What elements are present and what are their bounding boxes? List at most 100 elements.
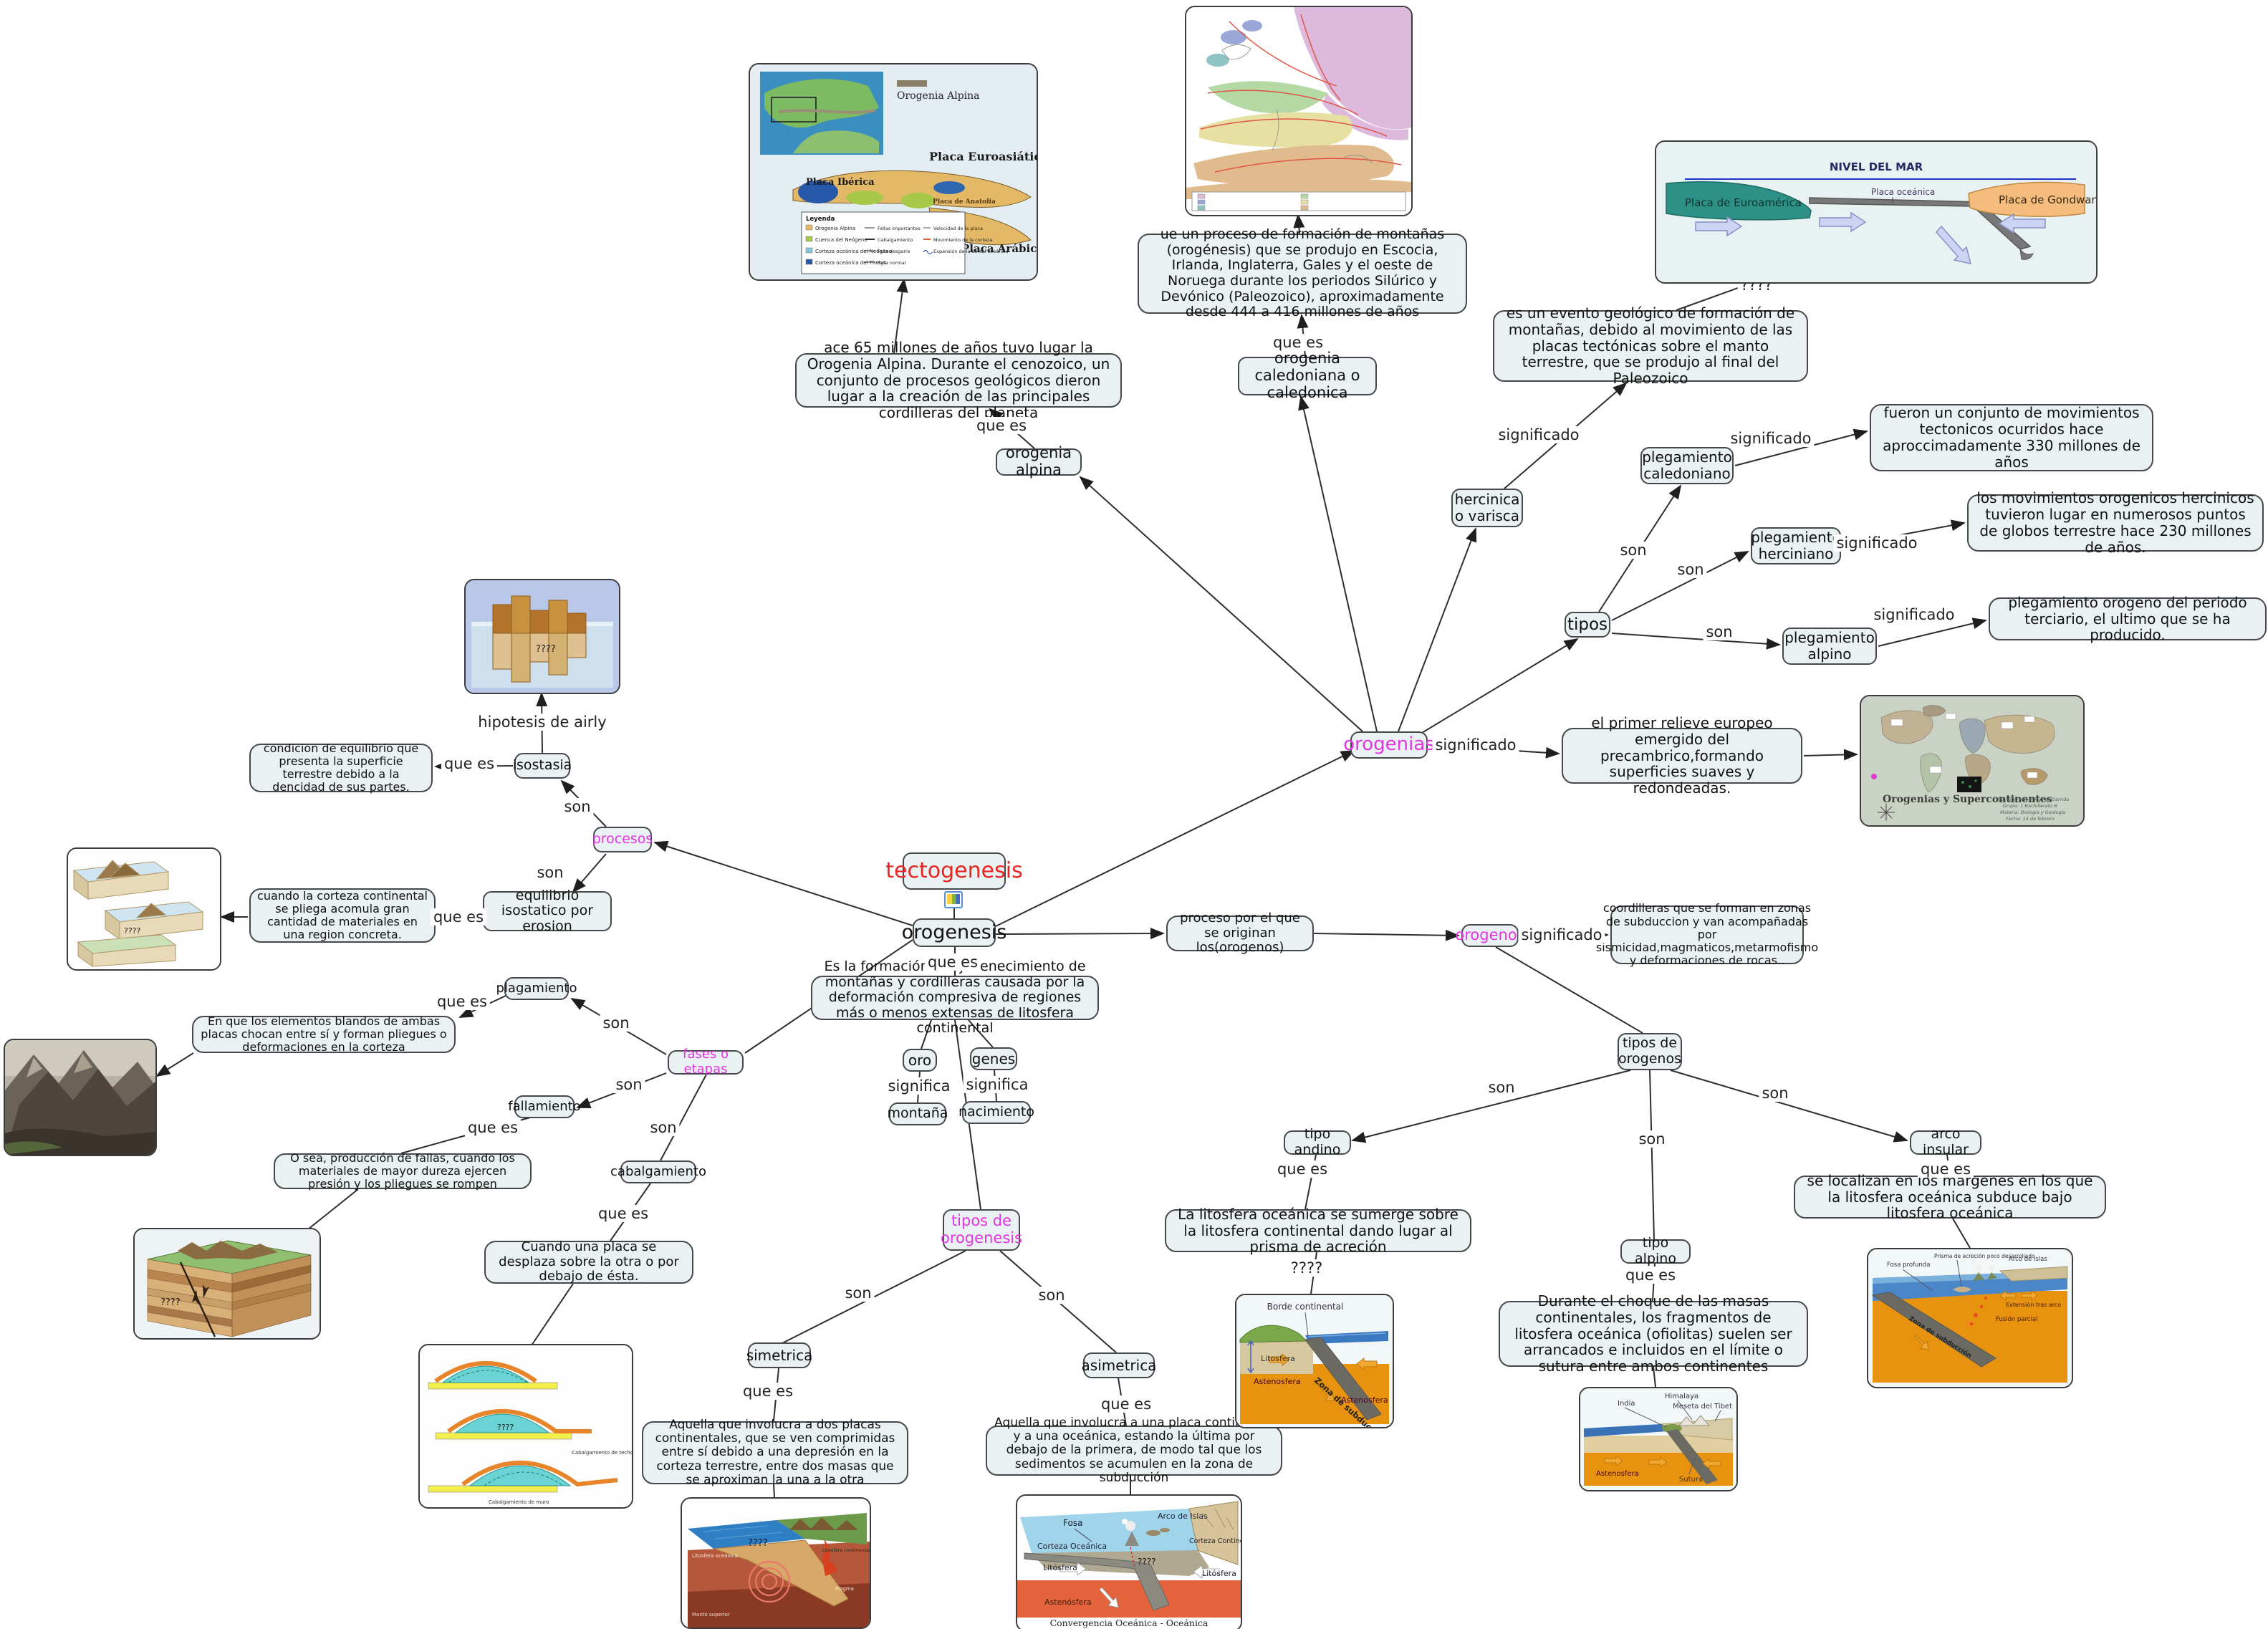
- node-orogenia-caledoniana[interactable]: orogenia caledoniana o caledonica: [1238, 350, 1377, 401]
- link-significado[interactable]: significado: [1495, 426, 1582, 443]
- image-asimetrica[interactable]: Fosa Arco de Islas Corteza Oceánica Cort…: [1016, 1494, 1242, 1629]
- definition-isostasia[interactable]: condicion de equilibrio que presenta la …: [249, 741, 433, 794]
- image-equilibrio-erosion[interactable]: ????: [67, 847, 221, 971]
- image-orogenia-alpina-map[interactable]: Orogenia Alpina Placa Euroasiática Placa…: [749, 63, 1038, 281]
- definition-simetrica[interactable]: Aquella que involucra a dos placas conti…: [642, 1418, 908, 1487]
- node-nacimiento[interactable]: nacimiento: [958, 1101, 1034, 1124]
- link-significado[interactable]: significado: [1833, 534, 1921, 552]
- node-tipos-de-orogenos[interactable]: tipos de orogenos: [1618, 1033, 1682, 1070]
- definition-caledoniano[interactable]: fueron un conjunto de movimientos tecton…: [1870, 404, 2153, 471]
- link-que-es[interactable]: que es: [739, 1383, 797, 1400]
- node-tectogenesis[interactable]: tectogenesis: [885, 852, 1023, 890]
- image-plagamiento-photo[interactable]: [4, 1039, 157, 1156]
- link-que-es[interactable]: que es: [1274, 1161, 1331, 1178]
- link-son[interactable]: son: [1035, 1287, 1068, 1304]
- node-plegamiento-caledoniano[interactable]: plegamiento caledoniano: [1640, 447, 1734, 484]
- link-son[interactable]: son: [1617, 542, 1650, 559]
- definition-asimetrica[interactable]: Aquella que involucra a una placa contin…: [986, 1416, 1282, 1485]
- definition-plegamiento-alpino[interactable]: plegamiento orogeno del periodo terciari…: [1989, 594, 2267, 643]
- link-significa[interactable]: significa: [963, 1076, 1032, 1093]
- node-plagamiento[interactable]: plagamiento: [496, 977, 577, 1000]
- node-orogenias[interactable]: orogenias: [1343, 731, 1435, 759]
- link-que-es[interactable]: que es: [595, 1205, 652, 1222]
- image-europa-map[interactable]: [1185, 6, 1413, 216]
- image-hipotesis-airly[interactable]: ????: [464, 579, 620, 694]
- node-plegamiento-herciniano[interactable]: plegamiento herciniano: [1751, 527, 1841, 564]
- link-son[interactable]: son: [1485, 1079, 1518, 1096]
- node-tipo-alpino[interactable]: tipo alpino: [1620, 1236, 1691, 1267]
- node-orogenia-alpina[interactable]: orogenia alpina: [996, 444, 1082, 479]
- link-son[interactable]: son: [1674, 561, 1707, 578]
- node-tipos-de-orogenesis[interactable]: tipos de orogenesis: [941, 1209, 1022, 1251]
- node-montana[interactable]: montaña: [888, 1102, 948, 1125]
- image-fallamiento-block[interactable]: ????: [133, 1228, 321, 1340]
- link-que-es[interactable]: que es: [924, 953, 981, 971]
- definition-orogenias[interactable]: el primer relieve europeo emergido del p…: [1562, 715, 1802, 797]
- node-tipo-andino[interactable]: tipo andino: [1284, 1127, 1351, 1158]
- definition-cabalgamiento[interactable]: Cuando una placa se desplaza sobre la ot…: [484, 1239, 693, 1284]
- definition-orogenesis[interactable]: Es la formación o rejuvenecimiento de mo…: [811, 958, 1099, 1036]
- definition-tipo-alpino[interactable]: Durante el choque de las masas continent…: [1499, 1293, 1808, 1375]
- link-significa[interactable]: significa: [885, 1077, 953, 1095]
- link-que-es[interactable]: que es: [430, 908, 487, 926]
- node-fallamiento[interactable]: fallamiento: [508, 1095, 581, 1118]
- node-equilibrio-isostatico[interactable]: equilibrio isostatico por erosion: [483, 888, 612, 934]
- link-son[interactable]: son: [647, 1119, 680, 1136]
- image-tipo-alpino[interactable]: India Himalaya Meseta del Tibet Astenosf…: [1579, 1387, 1738, 1491]
- definition-hercinica[interactable]: es un evento geológico de formación de m…: [1493, 305, 1808, 387]
- node-plegamiento-alpino[interactable]: plegamiento alpino: [1782, 628, 1877, 665]
- link-son[interactable]: son: [600, 1014, 633, 1032]
- node-cabalgamiento[interactable]: cabalgamiento: [610, 1161, 706, 1183]
- link-que-es[interactable]: que es: [433, 993, 491, 1010]
- node-oro[interactable]: oro: [903, 1049, 937, 1072]
- definition-proceso-originan[interactable]: proceso por el que se originan los(oroge…: [1166, 910, 1314, 955]
- link-que-es[interactable]: que es: [1269, 334, 1327, 351]
- resource-icon[interactable]: [944, 891, 963, 908]
- definition-herciniano[interactable]: los movimientos orogenicos hercinicos tu…: [1967, 490, 2264, 555]
- image-nivel-del-mar[interactable]: NIVEL DEL MAR Placa de Euroamérica Placa…: [1655, 140, 2098, 284]
- image-arco-insular[interactable]: Prisma de acreción poco desarrollado Arc…: [1867, 1248, 2073, 1388]
- image-orogenias-supercontinentes[interactable]: Orogenias y Supercontinentes Nombre: Isa…: [1860, 695, 2085, 827]
- definition-orogenia-alpina[interactable]: ace 65 millones de años tuvo lugar la Or…: [795, 340, 1122, 421]
- node-simetrica[interactable]: simetrica: [746, 1342, 812, 1368]
- link-son[interactable]: son: [842, 1284, 875, 1302]
- definition-coordilleras[interactable]: coordilleras que se forman en zonas de s…: [1595, 901, 1819, 968]
- link-significado[interactable]: significado: [1870, 606, 1958, 623]
- node-genes[interactable]: genes: [970, 1047, 1017, 1070]
- image-tipo-andino[interactable]: Borde continental Litosfera Astenosfera …: [1235, 1294, 1394, 1428]
- link-son[interactable]: son: [1703, 623, 1736, 640]
- link-que-es[interactable]: que es: [973, 417, 1030, 434]
- node-orogenos[interactable]: orogenos: [1455, 924, 1525, 947]
- definition-fallamiento[interactable]: O sea, producción de fallas, cuando los …: [274, 1151, 532, 1191]
- link-son[interactable]: son: [1759, 1085, 1792, 1102]
- node-fases-o-etapas[interactable]: fases o etapas: [668, 1047, 744, 1077]
- link-hipotesis-de-airly[interactable]: hipotesis de airly: [475, 713, 610, 731]
- definition-tipo-andino[interactable]: La litosfera oceánica se sumerge sobre l…: [1165, 1206, 1471, 1255]
- definition-caledoniana[interactable]: ue un proceso de formación de montañas (…: [1138, 226, 1467, 319]
- link-significado[interactable]: significado: [1518, 926, 1605, 943]
- image-cabalgamiento-stages[interactable]: ???? Cabalgamiento de techo Cabalgamient…: [418, 1344, 633, 1509]
- link-son[interactable]: son: [612, 1076, 645, 1093]
- node-arco-insular[interactable]: arco insular: [1910, 1127, 1981, 1158]
- link-que-es[interactable]: que es: [441, 755, 498, 772]
- link-son[interactable]: son: [1635, 1130, 1668, 1148]
- node-isostasia[interactable]: isostasia: [513, 753, 572, 779]
- node-asimetrica[interactable]: asimetrica: [1082, 1352, 1156, 1378]
- image-simetrica[interactable]: ???? Litosfera oceánica Manto superior L…: [681, 1497, 871, 1629]
- definition-arco-insular[interactable]: se localizan en los márgenes en los que …: [1794, 1172, 2106, 1221]
- link-significado[interactable]: significado: [1432, 736, 1519, 754]
- link-son[interactable]: son: [534, 864, 567, 881]
- link-que-es[interactable]: que es: [464, 1119, 522, 1136]
- link-question-marks[interactable]: ????: [1287, 1259, 1326, 1277]
- link-que-es[interactable]: que es: [1622, 1267, 1679, 1284]
- node-procesos[interactable]: procesos: [592, 827, 653, 852]
- link-que-es[interactable]: que es: [1917, 1161, 1974, 1178]
- link-son[interactable]: son: [561, 798, 594, 815]
- link-que-es[interactable]: que es: [1097, 1395, 1155, 1413]
- node-hercinica-o-varisca[interactable]: hercinica o varisca: [1451, 489, 1523, 527]
- link-significado[interactable]: significado: [1727, 430, 1815, 447]
- node-tipos[interactable]: tipos: [1565, 612, 1610, 638]
- definition-equilibrio[interactable]: cuando la corteza continental se pliega …: [249, 888, 436, 943]
- definition-plagamiento[interactable]: En que los elementos blandos de ambas pl…: [192, 1014, 456, 1054]
- node-orogenesis[interactable]: orogenesis: [902, 918, 1006, 947]
